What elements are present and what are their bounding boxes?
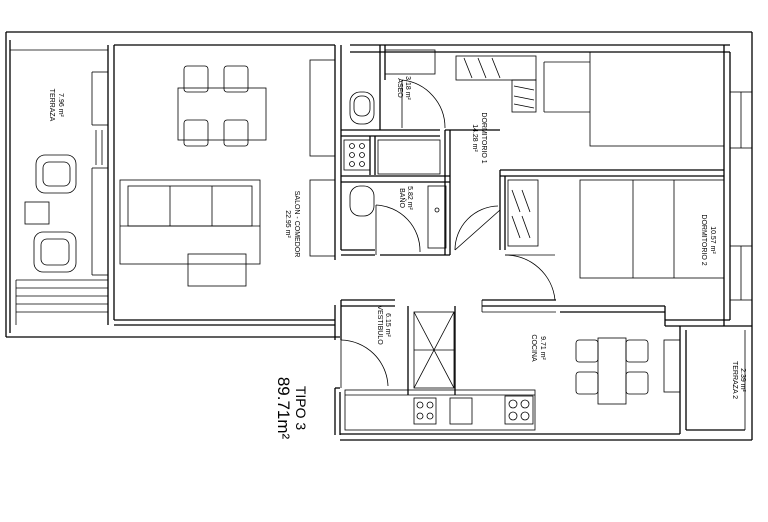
dormitorio1-closet bbox=[455, 55, 537, 113]
aseo-toilet bbox=[349, 91, 375, 125]
dormitorio2-closet bbox=[507, 179, 539, 247]
label-terraza: TERRAZA 7.96 m² bbox=[48, 89, 64, 122]
dormitorio2-window bbox=[729, 245, 753, 301]
label-dormitorio2: DORMITORIO 2 10.57 m² bbox=[700, 214, 716, 265]
dormitorio2-bed bbox=[579, 179, 725, 279]
unit-type: TIPO 3 bbox=[293, 386, 309, 431]
door-salon-terraza bbox=[95, 130, 103, 165]
interior-walls bbox=[334, 45, 724, 395]
label-terraza2: TERRAZA 2 2.39 m² bbox=[731, 361, 746, 399]
room-name-vestibulo: VESTIBULO bbox=[376, 305, 383, 345]
unit-label: TIPO 3 89.71m² bbox=[274, 377, 309, 440]
terraza-side-table bbox=[24, 201, 50, 225]
label-salon: SALON - COMEDOR 22.95 m² bbox=[284, 191, 300, 258]
door-dormitorio1 bbox=[454, 205, 501, 251]
bano-toilet bbox=[349, 185, 375, 217]
room-area-dormitorio2: 10.57 m² bbox=[709, 226, 716, 254]
salon-cabinet bbox=[309, 59, 336, 257]
door-bano bbox=[375, 204, 421, 255]
room-name-cocina: COCINA bbox=[530, 334, 537, 362]
label-aseo: ASEO 3.18 m² bbox=[396, 76, 411, 100]
room-name-dormitorio1: DORMITORIO 1 bbox=[480, 112, 487, 163]
room-name-terraza2: TERRAZA 2 bbox=[731, 361, 738, 399]
dormitorio1-bed bbox=[543, 51, 725, 147]
room-area-dormitorio1: 14.28 m² bbox=[471, 124, 478, 152]
dining-table bbox=[177, 65, 267, 147]
outer-walls bbox=[5, 31, 753, 441]
vestibulo-storage bbox=[413, 311, 455, 389]
room-area-bano: 5.82 m² bbox=[406, 186, 413, 210]
label-cocina: COCINA 9.71 m² bbox=[530, 334, 546, 362]
room-name-salon: SALON - COMEDOR bbox=[293, 191, 300, 258]
kitchen-counter bbox=[344, 389, 536, 431]
door-dormitorio2 bbox=[504, 254, 556, 301]
bano-shower bbox=[377, 139, 447, 249]
terraza-chair-top bbox=[35, 154, 77, 194]
dormitorio1-window bbox=[729, 91, 753, 149]
room-name-bano: BAÑO bbox=[398, 188, 407, 208]
door-aseo bbox=[401, 79, 446, 129]
room-name-aseo: ASEO bbox=[396, 78, 403, 98]
unit-area: 89.71m² bbox=[274, 377, 293, 440]
door-entrance bbox=[340, 339, 389, 388]
sofa bbox=[119, 179, 261, 265]
aseo-sink bbox=[384, 49, 436, 75]
room-area-terraza2: 2.39 m² bbox=[739, 368, 746, 392]
terraza-chair-bottom bbox=[33, 231, 77, 273]
kitchen-table bbox=[575, 337, 649, 405]
room-name-terraza: TERRAZA bbox=[48, 89, 55, 122]
room-area-cocina: 9.71 m² bbox=[539, 336, 546, 360]
door-kitchen bbox=[481, 300, 556, 313]
room-area-aseo: 3.18 m² bbox=[404, 76, 411, 100]
terraza-railing bbox=[10, 49, 108, 325]
terraza2-railing bbox=[663, 330, 746, 430]
label-vestibulo: VESTIBULO 6.15 m² bbox=[376, 305, 391, 345]
room-area-terraza: 7.96 m² bbox=[57, 93, 64, 117]
label-bano: BAÑO 5.82 m² bbox=[398, 186, 413, 210]
room-area-vestibulo: 6.15 m² bbox=[384, 313, 391, 337]
bano-bathtub bbox=[343, 139, 371, 171]
room-area-salon: 22.95 m² bbox=[284, 210, 291, 238]
room-name-dormitorio2: DORMITORIO 2 bbox=[700, 214, 707, 265]
label-dormitorio1: DORMITORIO 1 14.28 m² bbox=[471, 112, 487, 163]
coffee-table bbox=[187, 253, 247, 287]
